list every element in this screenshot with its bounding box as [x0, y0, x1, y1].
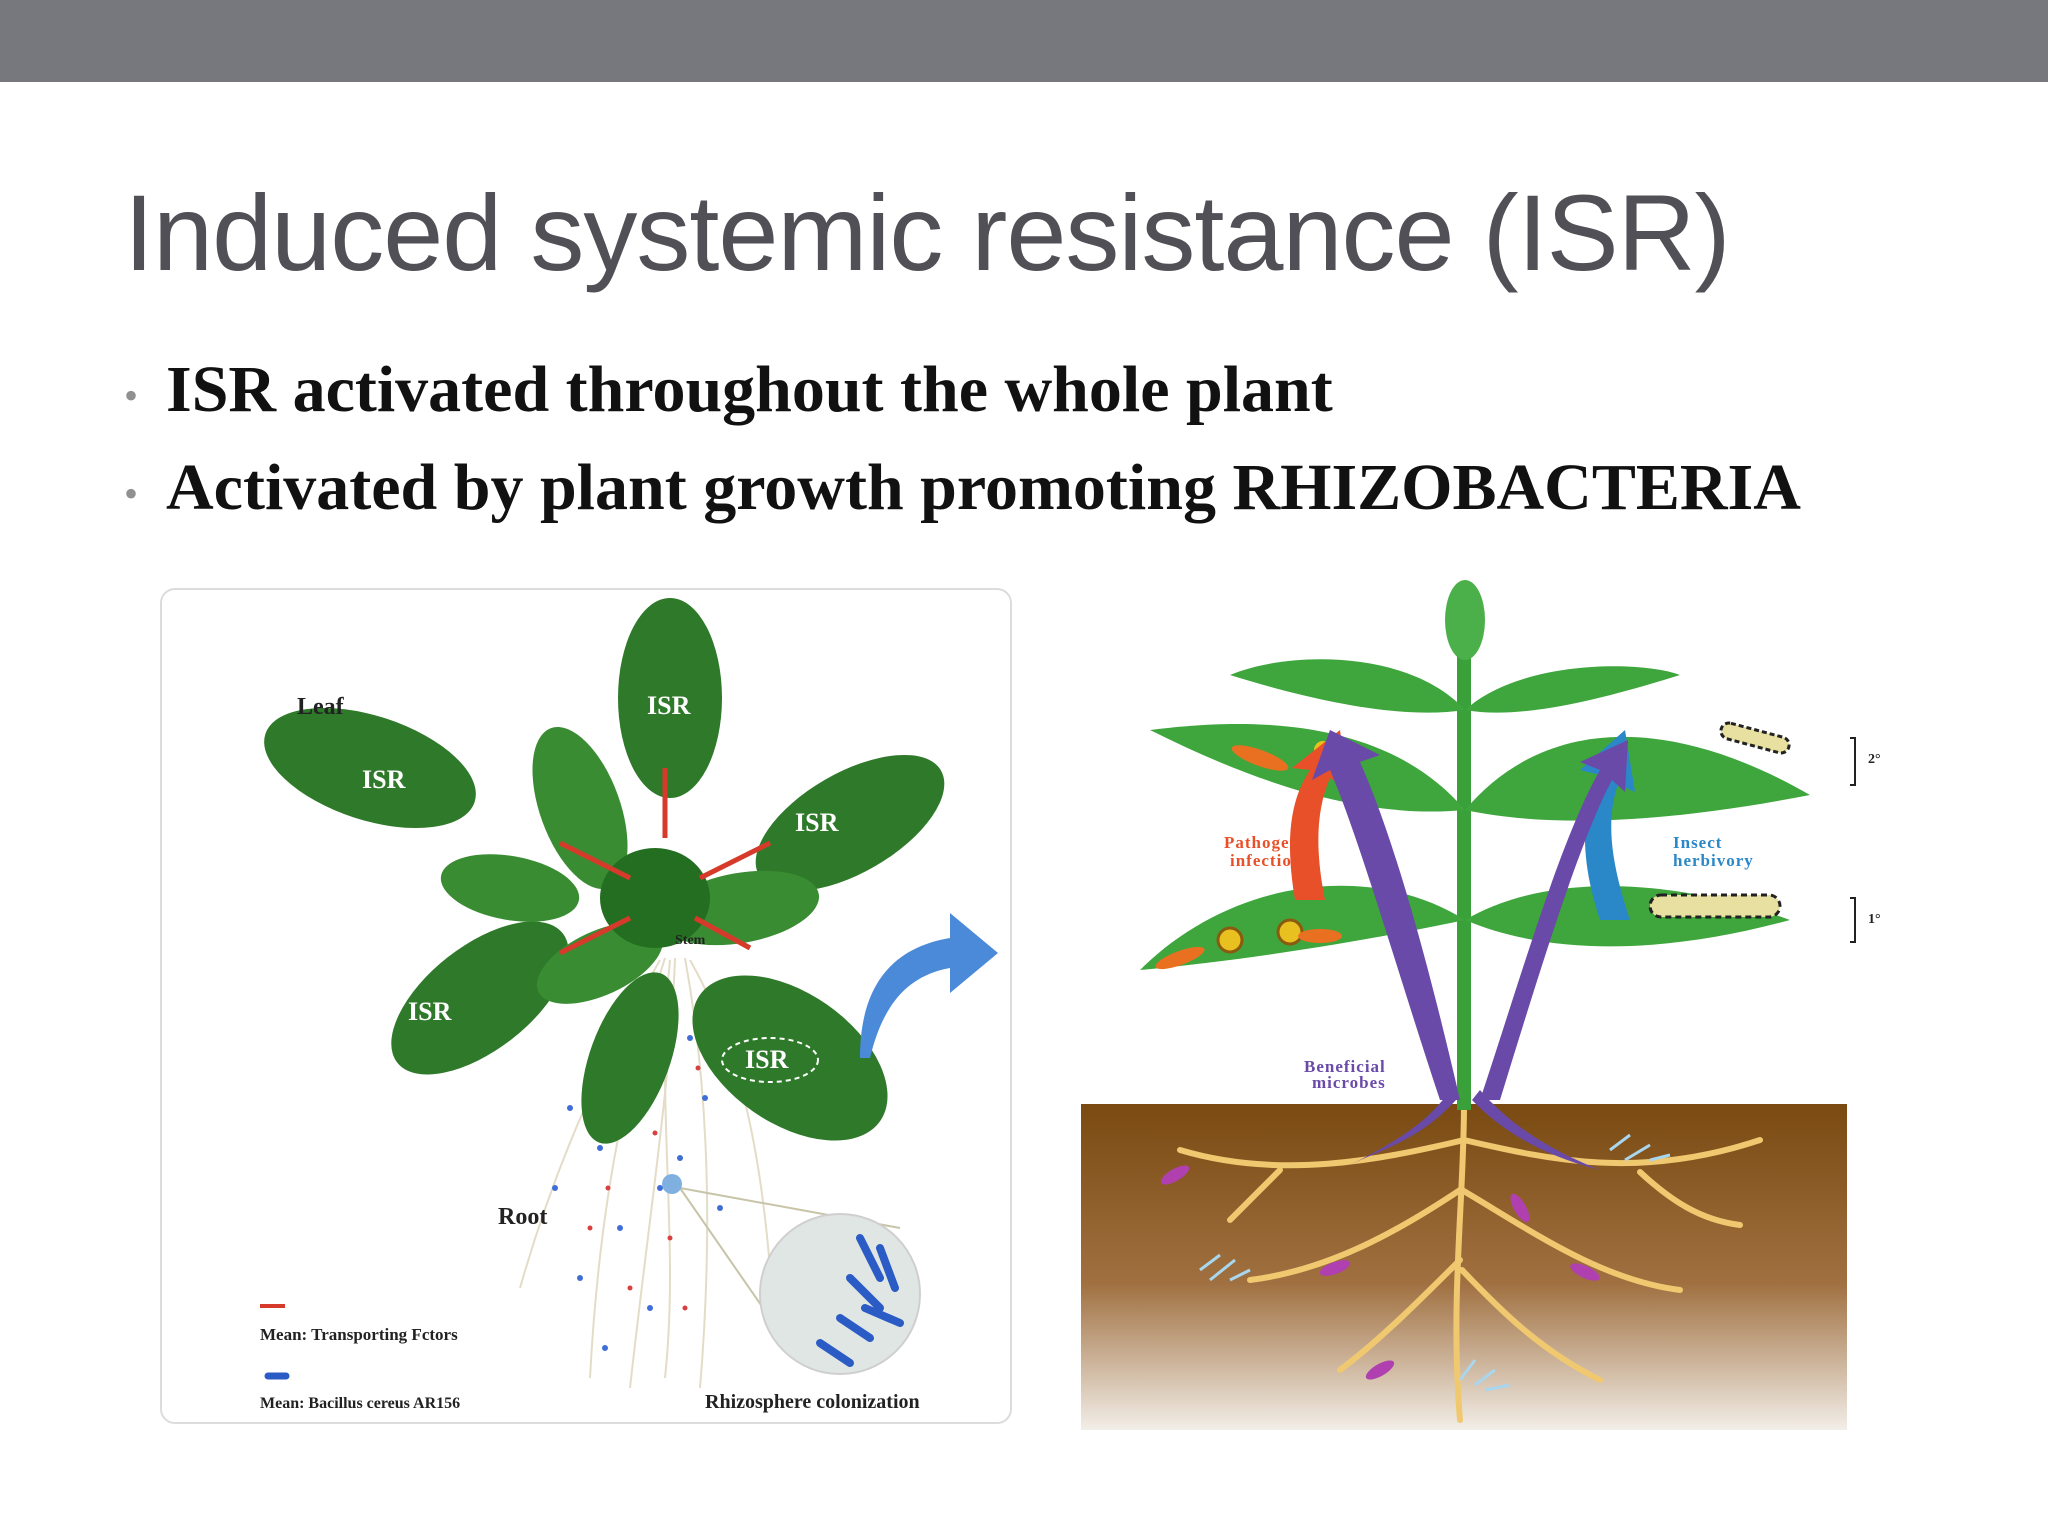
signal-arrow-icon — [1312, 730, 1460, 1100]
root-bacterium-spot — [662, 1174, 682, 1194]
bacillus-rods — [816, 1234, 904, 1367]
plant-roots — [1177, 1101, 1763, 1423]
pathogen-label-1: Pathogen — [1224, 833, 1300, 852]
plant-leaves — [1140, 659, 1810, 970]
legend-bacillus: Mean: Bacillus cereus AR156 — [260, 1395, 460, 1412]
rosette-leaves — [264, 598, 945, 1144]
isr-ellipse — [721, 1037, 819, 1083]
rhizosphere-zoom-circle — [759, 1213, 921, 1375]
isr-rosette-figure: Leaf ISR ISR ISR ISR ISR Stem Root Mean:… — [160, 588, 1012, 1424]
microbe-arrow-icon — [1350, 1090, 1456, 1165]
bracket-2 — [1850, 737, 1856, 786]
plant-stem — [1457, 640, 1471, 1110]
legend-transport: Mean: Transporting Fctors — [260, 1325, 458, 1344]
primary-mark: 1° — [1868, 912, 1881, 927]
bullet-dot: • — [124, 373, 139, 419]
microbes-label-1: Beneficial — [1304, 1057, 1386, 1076]
bullet-1-text: ISR activated throughout the whole plant — [166, 353, 1333, 426]
microbe-colonies — [1199, 1133, 1671, 1392]
insect-label-1: Insect — [1673, 833, 1722, 852]
isr-label: ISR — [362, 765, 406, 794]
top-bar — [0, 0, 2048, 82]
rhizosphere-caption: Rhizosphere colonization — [705, 1391, 920, 1413]
caterpillars — [1648, 721, 1791, 919]
bullet-2-text: Activated by plant growth promoting RHIZ… — [166, 451, 1801, 524]
beneficial-bacteria — [1160, 1165, 1600, 1380]
transport-arrows — [558, 768, 772, 956]
plant-defense-figure: Pathogen infection Insect herbivory Bene… — [1081, 580, 1881, 1430]
bullet-2: • Activated by plant growth promoting RHI… — [124, 450, 1801, 526]
isr-label: ISR — [795, 808, 839, 837]
bracket-1 — [1850, 897, 1856, 943]
signal-arrow-icon — [1480, 740, 1628, 1100]
slide-title: Induced systemic resistance (ISR) — [124, 172, 1731, 293]
pathogen-label-2: infection — [1230, 851, 1302, 870]
leaf-label: Leaf — [297, 694, 345, 720]
isr-label: ISR — [408, 997, 452, 1026]
plant-bud — [1445, 580, 1485, 660]
zoom-line — [679, 1187, 771, 1319]
transition-arrow-icon — [860, 913, 998, 1058]
root-label: Root — [498, 1204, 547, 1230]
isr-label: ISR — [647, 691, 691, 720]
microbe-arrow-icon — [1472, 1090, 1600, 1170]
bullet-dot: • — [124, 471, 139, 517]
insect-label-2: herbivory — [1673, 851, 1754, 870]
stem-label: Stem — [675, 933, 706, 948]
microbes-label-2: microbes — [1312, 1073, 1386, 1092]
secondary-mark: 2° — [1868, 752, 1881, 767]
isr-label: ISR — [745, 1045, 789, 1074]
bullet-1: • ISR activated throughout the whole plan… — [124, 352, 1333, 428]
